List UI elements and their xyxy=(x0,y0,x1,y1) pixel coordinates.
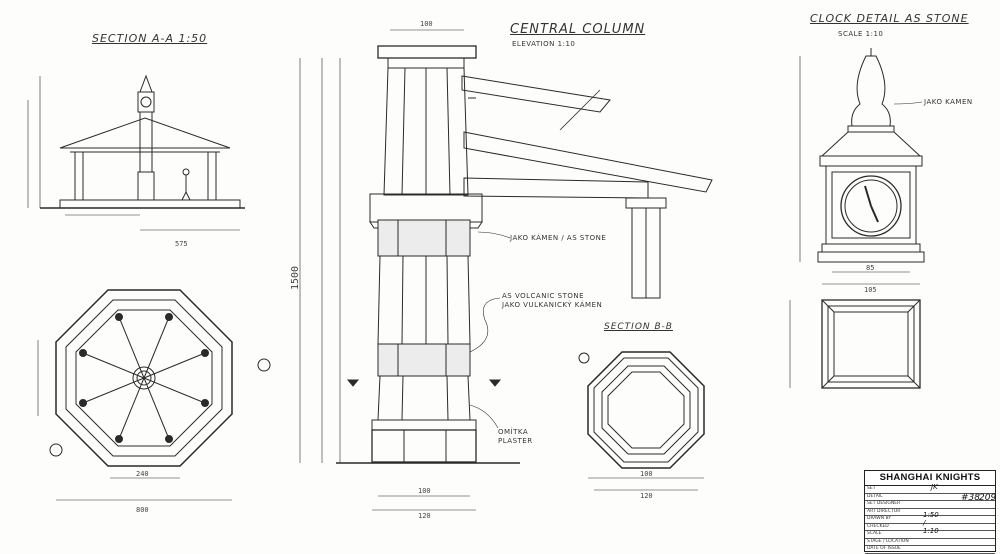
dim-plan-width: 800 xyxy=(136,506,149,514)
dim-section-width: 575 xyxy=(175,240,188,248)
central-column-drawing xyxy=(299,29,713,511)
drawing-number: #38 xyxy=(961,493,980,503)
drawing-scale: 1:50 / 1:10 xyxy=(923,511,939,535)
callout-volcanic-sub: JAKO VULKANICKÝ KÁMEN xyxy=(502,301,603,309)
callout-plaster: OMÍTKA xyxy=(498,428,529,436)
clock-detail-drawing xyxy=(789,48,925,389)
callout-plaster-sub: PLASTER xyxy=(498,437,533,445)
tb-row: DATE OF ISSUE xyxy=(865,546,995,554)
dim-column-base-2: 120 xyxy=(418,512,431,520)
section-aa-title: SECTION A-A 1:50 xyxy=(92,32,208,45)
drawn-by: JK xyxy=(931,483,938,491)
tb-row: ART DIRECTOR xyxy=(865,509,995,516)
title-block-rows: SET DETAIL SET DESIGNER ART DIRECTOR DRA… xyxy=(865,486,995,554)
sheet-number: 209 xyxy=(979,493,997,503)
central-column-subtitle: ELEVATION 1:10 xyxy=(512,40,576,48)
section-bb-drawing xyxy=(578,351,705,491)
dim-plan-inner: 240 xyxy=(136,470,149,478)
section-aa-drawing xyxy=(27,74,245,231)
dim-clock-width-1: 85 xyxy=(866,264,875,272)
tb-row: STAGE / LOCATION xyxy=(865,539,995,546)
tb-row: SCALE xyxy=(865,531,995,539)
dim-column-base-1: 100 xyxy=(418,487,431,495)
tb-row: DRAWN BY xyxy=(865,516,995,524)
section-bb-title: SECTION B-B xyxy=(604,322,673,332)
tb-row: SET DESIGNER xyxy=(865,501,995,509)
callout-volcanic: AS VOLCANIC STONE xyxy=(502,292,585,300)
tb-row: DETAIL xyxy=(865,494,995,501)
tb-row: CHECKED xyxy=(865,524,995,531)
tb-row: SET xyxy=(865,486,995,494)
callout-column-stone: JAKO KÁMEN / AS STONE xyxy=(510,234,607,242)
octagon-plan-drawing xyxy=(37,289,271,501)
dim-column-height: 1500 xyxy=(290,265,301,290)
callout-stone: JAKO KAMEN xyxy=(924,98,973,106)
dim-clock-width-2: 105 xyxy=(864,286,877,294)
dim-section-bb-1: 100 xyxy=(640,470,653,478)
clock-detail-title: CLOCK DETAIL AS STONE xyxy=(810,12,969,25)
title-block: SHANGHAI KNIGHTS SET DETAIL SET DESIGNER… xyxy=(864,470,997,554)
clock-detail-scale: SCALE 1:10 xyxy=(838,30,884,38)
dim-column-top: 100 xyxy=(420,20,433,28)
production-title: SHANGHAI KNIGHTS xyxy=(865,471,995,486)
dim-section-bb-2: 120 xyxy=(640,492,653,500)
central-column-title: CENTRAL COLUMN xyxy=(510,22,646,37)
